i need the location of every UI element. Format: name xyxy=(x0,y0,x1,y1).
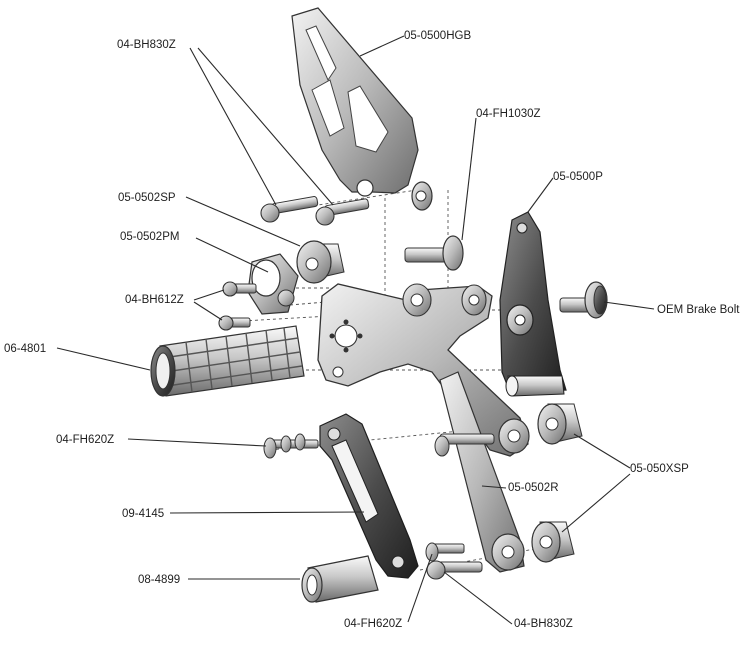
oem-brake-bolt xyxy=(559,281,608,319)
flat-head-bolt-fh1030z xyxy=(404,235,464,271)
label-05-0502sp: 05-0502SP xyxy=(118,192,176,204)
sleeve-4899 xyxy=(301,555,379,603)
flat-head-bolt-fh620z-upper xyxy=(263,433,319,459)
leader-lines xyxy=(56,35,655,625)
label-04-bh612z: 04-BH612Z xyxy=(125,294,184,306)
button-head-bolts-upper xyxy=(260,196,370,226)
label-oem-brake-bolt: OEM Brake Bolt xyxy=(657,304,740,316)
foot-peg-4801 xyxy=(150,325,305,397)
label-09-4145: 09-4145 xyxy=(122,508,164,520)
label-04-fh620z-top: 04-FH620Z xyxy=(56,434,114,446)
link-rod-0502r xyxy=(439,371,525,573)
heel-guard-bracket xyxy=(291,7,433,211)
label-04-fh620z-bottom: 04-FH620Z xyxy=(344,618,402,630)
label-05-0502r: 05-0502R xyxy=(508,482,559,494)
label-05-050xsp: 05-050XSP xyxy=(630,463,689,475)
plate-pivot-bolt xyxy=(434,433,495,457)
label-04-fh1030z: 04-FH1030Z xyxy=(476,108,541,120)
label-05-0500hgb: 05-0500HGB xyxy=(404,30,471,42)
main-mounting-plate xyxy=(317,283,530,457)
label-06-4801: 06-4801 xyxy=(4,343,46,355)
button-head-bolts-bh612z xyxy=(218,281,257,331)
label-08-4899: 08-4899 xyxy=(138,574,180,586)
spacer-0502sp xyxy=(296,240,345,284)
brake-lever-0500p xyxy=(499,211,567,397)
label-04-bh830z-top: 04-BH830Z xyxy=(117,39,176,51)
label-04-bh830z-bottom: 04-BH830Z xyxy=(514,618,573,630)
link-arm-4145 xyxy=(319,413,419,579)
spacers-050xsp xyxy=(531,403,583,563)
label-05-0500p: 05-0500P xyxy=(553,171,603,183)
label-05-0502pm: 05-0502PM xyxy=(120,231,179,243)
bolts-lower xyxy=(425,542,483,580)
